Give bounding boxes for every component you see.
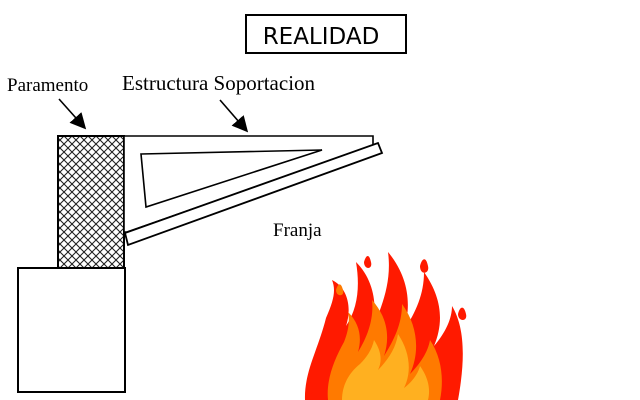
label-paramento: Paramento: [7, 75, 88, 96]
arrow-estructura: [219, 99, 249, 133]
franja-strip: [123, 141, 384, 247]
lower-block: [17, 267, 126, 393]
support-structure: [123, 135, 374, 233]
wall-paramento: [57, 135, 125, 269]
support-triangle-cutout: [140, 149, 323, 209]
arrow-paramento: [58, 98, 87, 130]
label-estructura: Estructura Soportacion: [122, 71, 316, 95]
label-franja: Franja: [273, 220, 322, 241]
title-text: REALIDAD: [263, 24, 380, 50]
fire-icon: [304, 252, 467, 400]
title-box: REALIDAD: [245, 14, 407, 54]
